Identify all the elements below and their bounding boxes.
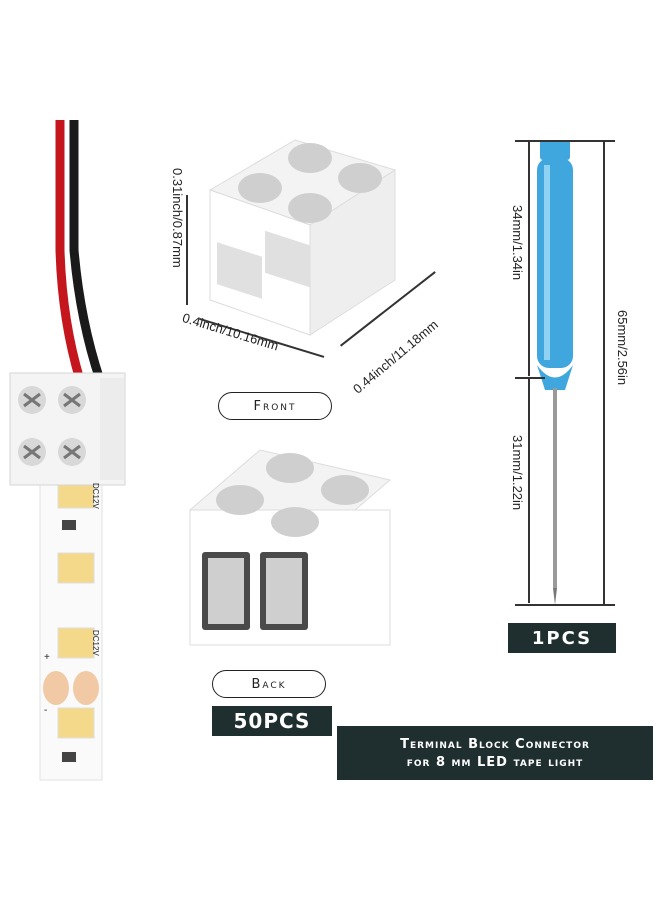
screwdriver-illustration <box>520 140 590 610</box>
product-title-line2: for 8 mm LED tape light <box>406 754 584 770</box>
connector-front-illustration <box>195 130 445 345</box>
shaft-dimension-label: 31mm/1.22in <box>510 435 525 511</box>
shaft-dimension-line <box>528 378 530 603</box>
product-title-line1: Terminal Block Connector <box>400 736 590 752</box>
strip-voltage-label: DC12V <box>91 483 100 509</box>
tick-middle <box>515 377 545 379</box>
strip-minus-mark: - <box>44 705 48 716</box>
handle-dimension-line <box>528 140 530 376</box>
tick-bottom <box>515 604 615 606</box>
led-strip-illustration <box>0 0 130 800</box>
front-label: Front <box>218 392 332 420</box>
tick-top <box>515 140 615 142</box>
back-label: Back <box>212 670 326 698</box>
strip-voltage-label-2: DC12V <box>91 630 100 656</box>
screwdriver-quantity-plate: 1PCS <box>508 623 616 653</box>
handle-dimension-label: 34mm/1.34in <box>510 205 525 281</box>
connector-quantity-plate: 50PCS <box>212 706 332 736</box>
height-dimension-line <box>186 195 188 305</box>
height-dimension-label: 0.31inch/0.87mm <box>170 168 185 268</box>
product-title-plate: Terminal Block Connector for 8 mm LED ta… <box>337 726 653 780</box>
total-dimension-label: 65mm/2.56in <box>615 310 630 386</box>
strip-plus-mark: + <box>44 652 50 663</box>
connector-back-illustration <box>180 440 400 650</box>
total-dimension-line <box>603 140 605 605</box>
